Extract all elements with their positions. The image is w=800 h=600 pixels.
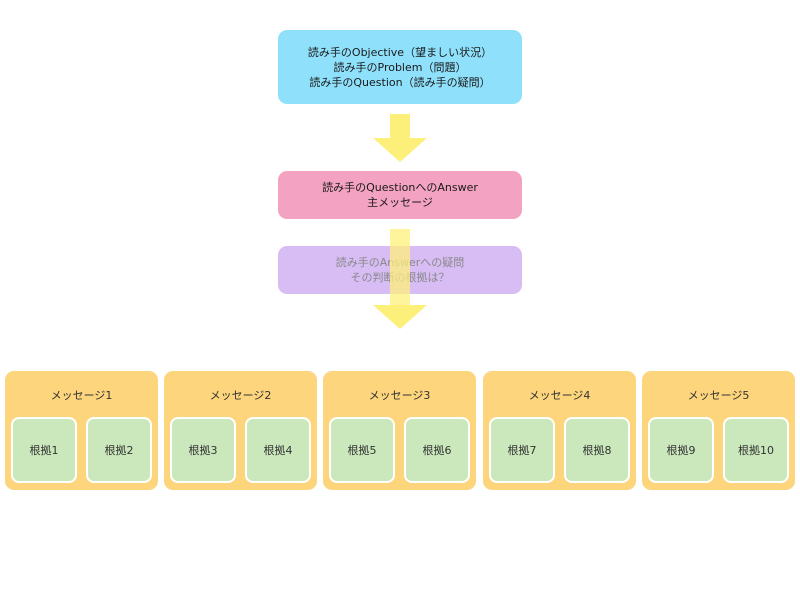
message-group-4: メッセージ4 根拠7 根拠8 bbox=[483, 371, 636, 490]
message-title: メッセージ2 bbox=[209, 389, 272, 402]
evidence-box: 根拠2 bbox=[86, 417, 152, 483]
arrow-head bbox=[373, 138, 427, 162]
message-group-1: メッセージ1 根拠1 根拠2 bbox=[5, 371, 158, 490]
message-title: メッセージ1 bbox=[50, 389, 113, 402]
objective-text: 読み手のObjective（望ましい状況） bbox=[307, 45, 493, 59]
evidence-box: 根拠5 bbox=[329, 417, 395, 483]
answer-text: 読み手のQuestionへのAnswer bbox=[322, 181, 478, 194]
reader-context-box: 読み手のObjective（望ましい状況） 読み手のProblem（問題） 読み… bbox=[278, 30, 522, 104]
message-title: メッセージ4 bbox=[528, 389, 591, 402]
question-text: 読み手のQuestion（読み手の疑問） bbox=[309, 75, 491, 89]
evidence-box: 根拠10 bbox=[723, 417, 789, 483]
evidence-box: 根拠3 bbox=[170, 417, 236, 483]
message-group-5: メッセージ5 根拠9 根拠10 bbox=[642, 371, 795, 490]
evidence-box: 根拠1 bbox=[11, 417, 77, 483]
down-arrow bbox=[373, 229, 427, 329]
evidence-box: 根拠8 bbox=[564, 417, 630, 483]
arrow-head bbox=[373, 305, 427, 329]
problem-text: 読み手のProblem（問題） bbox=[333, 60, 467, 74]
main-message-text: 主メッセージ bbox=[367, 196, 433, 209]
main-message-box: 読み手のQuestionへのAnswer 主メッセージ bbox=[278, 171, 522, 219]
evidence-box: 根拠6 bbox=[404, 417, 470, 483]
message-title: メッセージ5 bbox=[687, 389, 750, 402]
message-group-2: メッセージ2 根拠3 根拠4 bbox=[164, 371, 317, 490]
evidence-box: 根拠7 bbox=[489, 417, 555, 483]
arrow-shaft bbox=[390, 229, 410, 305]
evidence-box: 根拠9 bbox=[648, 417, 714, 483]
down-arrow bbox=[373, 114, 427, 162]
evidence-box: 根拠4 bbox=[245, 417, 311, 483]
arrow-shaft bbox=[390, 114, 410, 138]
message-group-3: メッセージ3 根拠5 根拠6 bbox=[323, 371, 476, 490]
message-title: メッセージ3 bbox=[368, 389, 431, 402]
